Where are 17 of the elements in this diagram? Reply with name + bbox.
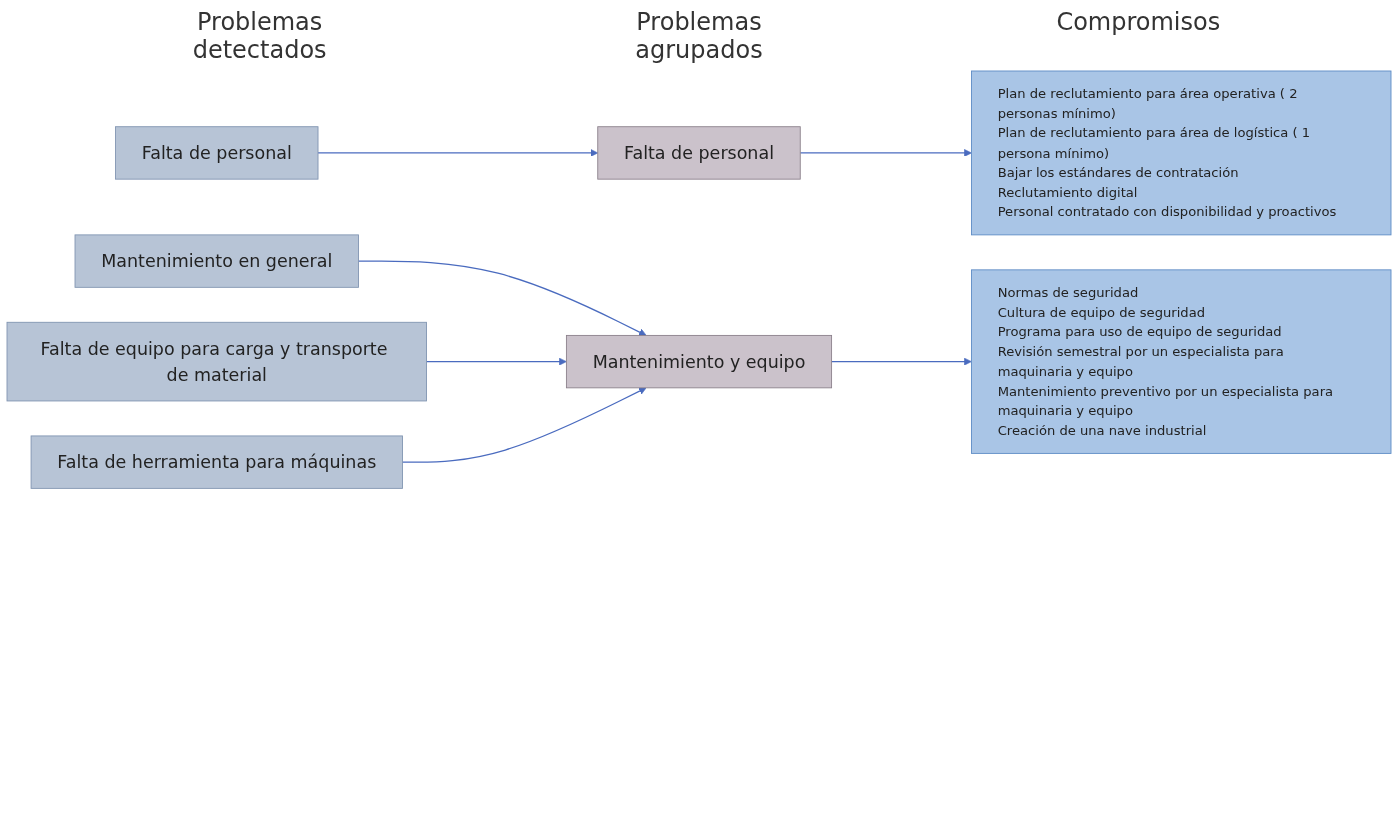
node-box: Falta de personal xyxy=(597,126,801,180)
node-box: Falta de equipo para carga y transporte de material xyxy=(6,321,427,402)
column-heading: Problemas detectados xyxy=(191,8,328,64)
column-heading: Compromisos xyxy=(1055,8,1222,38)
arrow xyxy=(401,387,647,463)
node-box: Falta de herramienta para máquinas xyxy=(30,435,403,489)
arrow xyxy=(799,149,972,157)
arrow xyxy=(830,357,972,366)
arrow xyxy=(317,149,599,157)
node-box: Normas de seguridad Cultura de equipo de seguridad Programa para uso de equipo de seguridad Revisión semestral por un especialista para maquinaria y equipo Mantenimiento preventivo por un especialista para maquinaria y equipo Creación de una nave industrial xyxy=(971,269,1392,454)
node-box: Plan de reclutamiento para área operativa ( 2 personas mínimo) Plan de reclutamiento para área de logística ( 1 persona mínimo) Bajar los estándares de contratación Reclutamiento digital Personal contratado con disponibilidad y proactivos xyxy=(971,70,1392,236)
arrow xyxy=(425,357,567,366)
node-box: Mantenimiento en general xyxy=(74,234,359,288)
arrow xyxy=(357,260,647,336)
node-box: Mantenimiento y equipo xyxy=(565,334,833,389)
column-heading: Problemas agrupados xyxy=(634,8,764,64)
node-box: Falta de personal xyxy=(115,126,319,180)
